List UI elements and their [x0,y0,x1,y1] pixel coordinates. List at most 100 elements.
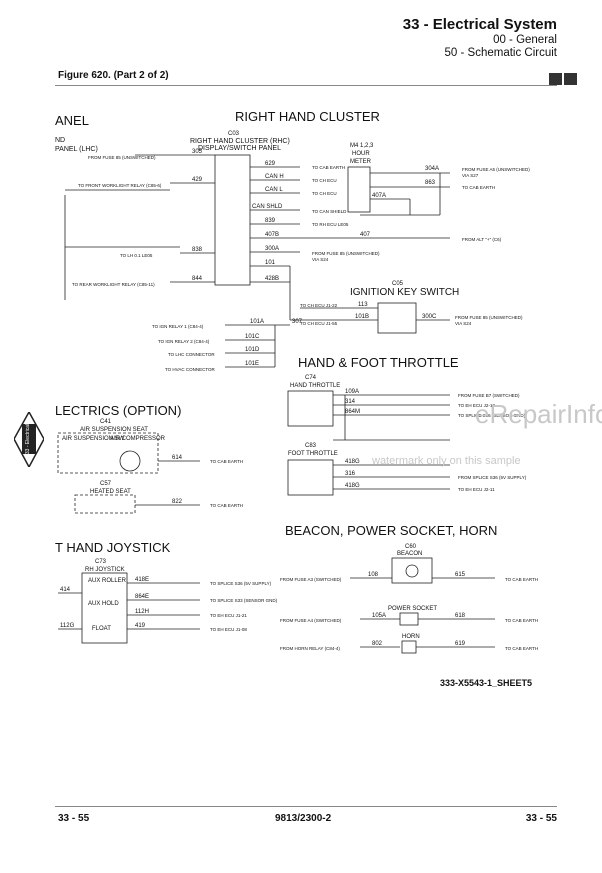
footer-left: 33 - 55 [58,813,90,824]
wire-label: 101D [245,347,260,353]
dest-label: TO IGN RELAY 1 (C84-4) [152,324,204,329]
panel-nd: ND [55,137,65,144]
dest-label: TO CAB EARTH [462,185,495,190]
joy-label: RH JOYSTICK [85,567,125,573]
wire-label: 418G [345,459,360,465]
dest-label: VIA S24 [312,257,329,262]
drawing-id: 333-X5543-1_SHEET5 [440,678,532,688]
wire-label: 629 [265,161,276,167]
dest-label: FROM FUSE B7 (SWITCHED) [458,393,520,398]
wire-label: 112H [135,609,149,615]
section-electrics: LECTRICS (OPTION) [55,403,181,418]
wire-label: 109A [345,389,359,395]
dest-label: VIA S27 [462,173,479,178]
header-subtitle-1: 00 - General [493,34,557,46]
dest-label: TO CAB EARTH [210,503,243,508]
beacon-id: C60 [405,544,417,550]
dest-label: TO CH ECU [312,178,337,183]
air-seat-sw: AIR SUSPENSION SW [62,436,125,442]
wire-label: 822 [172,499,183,505]
wire-label: 428B [265,276,279,282]
wire-label: 108 [368,572,379,578]
wire-label: 105A [372,613,386,619]
dest-label: FROM FUSE 85 (UNSWITCHED) [312,251,380,256]
footer-rule [55,806,557,807]
wire-label: 407 [360,232,371,238]
prev-page-icon[interactable] [549,73,562,85]
dest-label: TO EH ECU J2-13 [458,403,495,408]
wire-label: 101A [250,319,264,325]
dest-label: TO CH ECU [312,191,337,196]
heated-seat-id: C57 [100,481,112,487]
wire-label: 614 [172,455,183,461]
air-seat-label: AIR SUSPENSION SEAT [80,427,148,433]
dest-label: TO SPLICE S33 (SENSOR GND) [210,598,278,603]
schematic-diagram: RIGHT HAND CLUSTER IGNITION KEY SWITCH H… [55,109,602,688]
dest-label: TO REAR WORKLIGHT RELAY (C85-11) [72,282,155,287]
wire-label: 864M [345,409,360,415]
dest-label: TO CH ECU J1-55 [300,321,338,326]
side-tab-label: 33 - Electrical [25,424,31,454]
wire-label: CAN H [265,174,284,180]
section-panel-left: ANEL [55,113,89,128]
wire-label: 407A [372,193,386,199]
wire-label: 618 [455,613,466,619]
wire-label: 864E [135,594,149,600]
hand-throttle-label: HAND THROTTLE [290,383,340,389]
wire-label: 112G [60,623,75,629]
beacon-label: BEACON [397,551,422,557]
wire-label: 844 [192,276,203,282]
panel-lhc: PANEL (LHC) [55,146,98,153]
header-rule [55,85,557,86]
joy-float: FLOAT [92,626,111,632]
dest-label: TO CAB EARTH [312,165,345,170]
nav-icons[interactable] [547,72,577,86]
dest-label: TO CAB EARTH [210,459,243,464]
air-compressor: AIR COMPRESSOR [110,436,166,442]
section-throttle: HAND & FOOT THROTTLE [298,355,459,370]
wire-label: 113 [358,302,368,308]
wire-label: 101B [355,314,369,320]
section-joystick: T HAND JOYSTICK [55,540,171,555]
wire-label: 101C [245,334,260,340]
next-page-icon[interactable] [564,73,577,85]
air-seat-id: C41 [100,419,112,425]
dest-label: FROM HORN RELAY (C84-4) [280,646,340,651]
meter-label: METER [350,159,372,165]
wire-label: 418E [135,577,149,583]
dest-label: TO CH ECU J1-22 [300,303,338,308]
wire-label: 615 [455,572,466,578]
dest-label: TO HVAC CONNECTOR [165,367,216,372]
dest-label: FROM SPLICE S36 (5V SUPPLY) [458,475,527,480]
dest-label: TO RH ECU LE05 [312,222,349,227]
dest-label: TO EH ECU J1-08 [210,627,247,632]
wire-label: 314 [345,399,356,405]
rhc-sub: DISPLAY/SWITCH PANEL [198,145,281,152]
dest-label: TO LH 0.1 LE05 [120,253,153,258]
rhc-id: C03 [228,131,240,137]
dest-label: FROM FUSE 85 (UNSWITCHED) [455,315,523,320]
joy-aux-roller: AUX ROLLER [88,578,127,584]
joy-id: C73 [95,559,107,565]
joy-aux-hold: AUX HOLD [88,601,119,607]
wire-label: 414 [60,587,71,593]
dest-label: FROM FUSE A3 (SWITCHED) [280,577,342,582]
wire-label: 300C [422,314,437,320]
wire-label: 863 [425,180,436,186]
watermark-site: eRepairInfo.com [475,399,602,429]
dest-label: FROM FUSE 85 (UNSWITCHED) [88,155,156,160]
dest-label: TO CAB EARTH [505,618,538,623]
header-title: 33 - Electrical System [402,16,557,33]
dest-label: TO LHC CONNECTOR [168,352,215,357]
dest-label: TO FRONT WORKLIGHT RELAY (C85-6) [78,183,162,188]
rhc-name: RIGHT HAND CLUSTER (RHC) [190,138,290,145]
dest-label: TO CAB EARTH [505,577,538,582]
wire-label: 101 [265,260,276,266]
dest-label: FROM FUSE A5 (UNSWITCHED) [462,167,530,172]
wire-label: 418G [345,483,360,489]
section-ignition: IGNITION KEY SWITCH [350,287,459,298]
hour-id: M4 1,2,3 [350,143,374,149]
wire-label: 316 [345,471,356,477]
dest-label: TO EH ECU J2-11 [458,487,495,492]
wire-label: 419 [135,623,146,629]
